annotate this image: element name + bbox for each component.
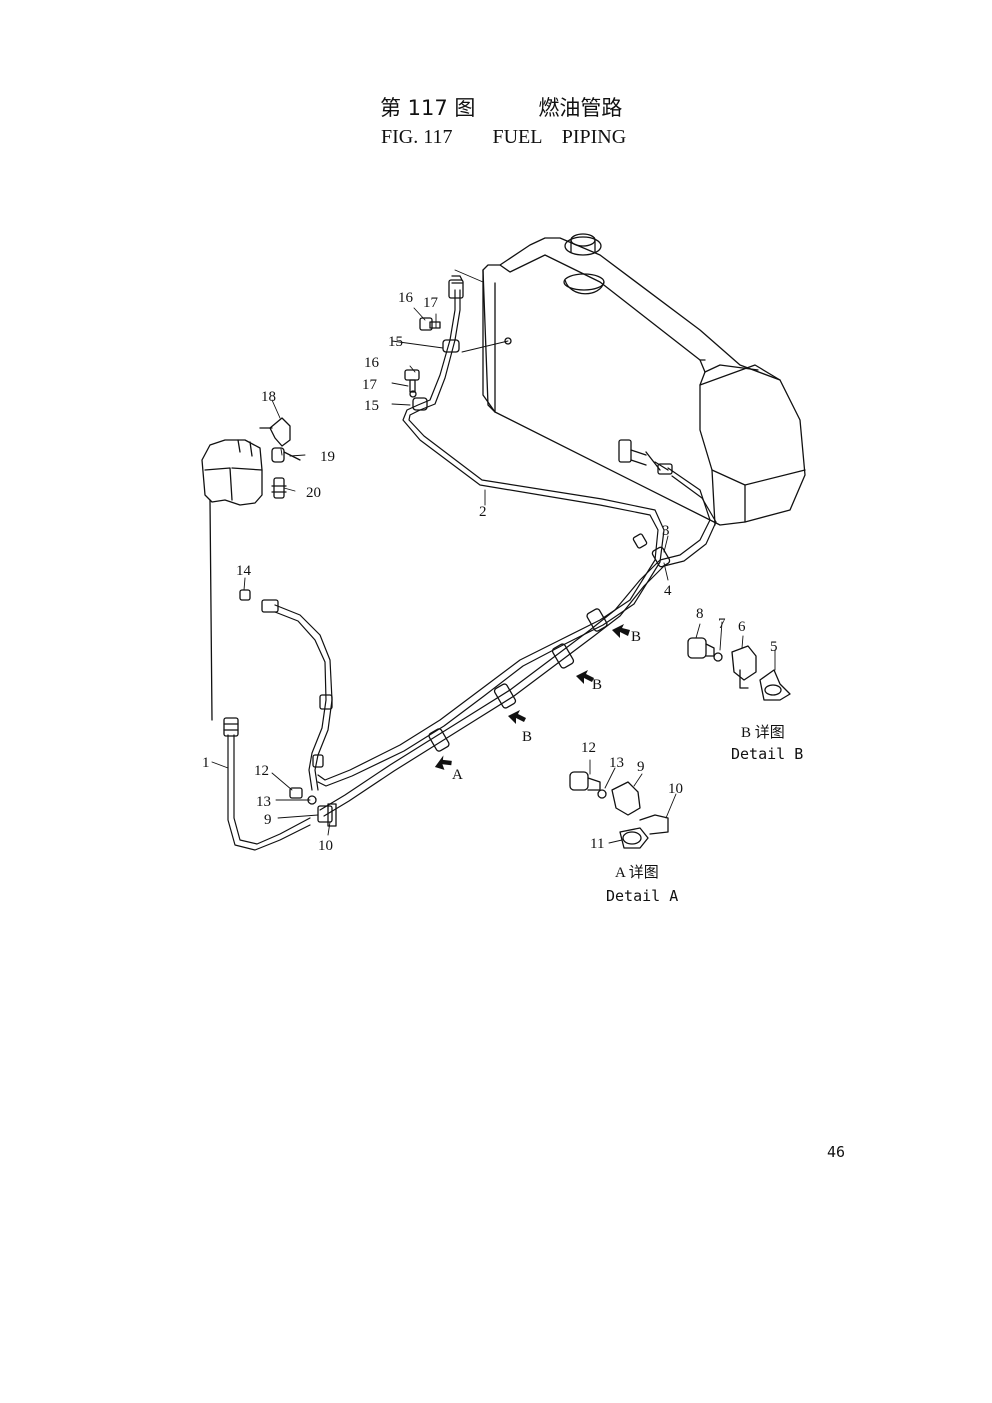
callout-12-main: 12 <box>254 763 269 779</box>
callout-17-lower: 17 <box>362 377 378 393</box>
detail-a-callout-12: 12 <box>581 740 596 756</box>
callout-3: 3 <box>662 523 670 539</box>
supply-pipe-lower <box>319 519 717 817</box>
direction-arrows <box>434 624 630 770</box>
drain-hose-tank <box>667 467 717 523</box>
banjo-19 <box>271 447 301 463</box>
filler-cap <box>563 233 605 295</box>
detail-b-callout-7: 7 <box>718 616 726 632</box>
callout-20: 20 <box>306 485 321 501</box>
tank-top-fitting <box>448 275 464 299</box>
detail-b-caption-cn: B 详图 <box>741 724 785 741</box>
arrow-label-b-2: B <box>592 677 602 693</box>
bolt-16-upper <box>419 317 441 331</box>
detail-b-caption-en: Detail B <box>731 745 803 763</box>
detail-b-drawing <box>687 637 791 701</box>
arrow-label-a: A <box>452 767 463 783</box>
fuel-pipe-1 <box>227 734 311 851</box>
callout-10-main: 10 <box>318 838 333 854</box>
callout-9-main: 9 <box>264 812 272 828</box>
fitting-14 <box>239 589 279 613</box>
page-number: 46 <box>827 1143 846 1161</box>
return-pipe-upper <box>317 289 665 787</box>
callout-19: 19 <box>320 449 335 465</box>
detail-b-callout-6: 6 <box>738 619 746 635</box>
detail-b-callout-8: 8 <box>696 606 704 622</box>
detail-a-callout-11: 11 <box>590 836 604 852</box>
detail-a-drawing <box>569 771 669 849</box>
detail-a-callout-9: 9 <box>637 759 645 775</box>
callout-2: 2 <box>479 504 487 520</box>
callout-15-upper: 15 <box>388 334 403 350</box>
figure-title-chinese: 第 117 图 燃油管路 <box>380 96 623 120</box>
callout-16-lower: 16 <box>364 355 380 371</box>
elbow-fitting-18 <box>259 417 291 447</box>
bolt-16-lower <box>404 369 420 398</box>
detail-a-caption-en: Detail A <box>606 887 678 905</box>
callout-14: 14 <box>236 563 252 579</box>
callout-17-upper: 17 <box>423 295 439 311</box>
detail-a-callout-10: 10 <box>668 781 683 797</box>
detail-b-callout-5: 5 <box>770 639 778 655</box>
fitting-1-top <box>223 717 239 737</box>
tank-drain-fitting <box>618 439 673 475</box>
callout-13-main: 13 <box>256 794 271 810</box>
callout-16-upper: 16 <box>398 290 414 306</box>
callout-1: 1 <box>202 755 210 771</box>
figure-title-english: FIG. 117 FUEL PIPING <box>381 126 627 148</box>
callout-18: 18 <box>261 389 276 405</box>
fuel-filter <box>201 439 263 721</box>
arrow-label-b-1: B <box>522 729 532 745</box>
callout-15-lower: 15 <box>364 398 379 414</box>
fuel-tank <box>482 237 806 526</box>
leader-lines <box>211 269 776 844</box>
callout-4: 4 <box>664 583 672 599</box>
arrow-label-b-3: B <box>631 629 641 645</box>
pipe-clamps <box>312 339 671 827</box>
detail-a-caption-cn: A 详图 <box>615 864 659 881</box>
detail-a-callout-13: 13 <box>609 755 624 771</box>
